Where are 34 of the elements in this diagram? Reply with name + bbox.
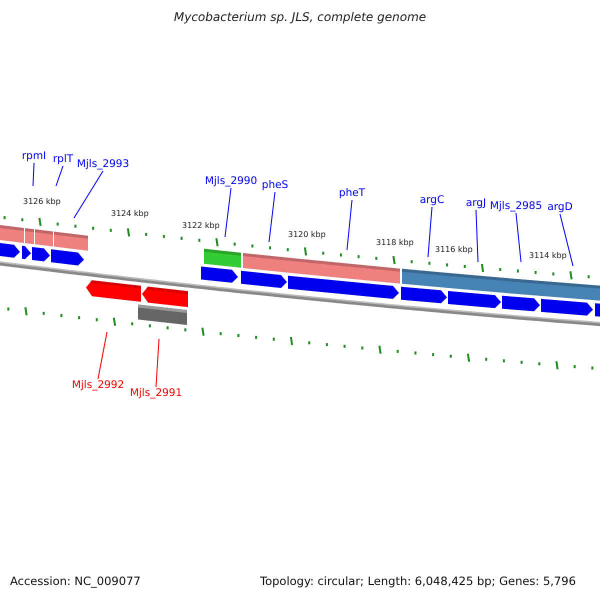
diagram-title: Mycobacterium sp. JLS, complete genome bbox=[172, 10, 428, 24]
gene-label: argC bbox=[420, 194, 444, 207]
gene-label: pheT bbox=[338, 187, 366, 200]
gene-label: rplT bbox=[52, 153, 74, 166]
gene-label: pheS bbox=[262, 179, 288, 192]
leader-line bbox=[56, 166, 64, 186]
gene-label: Mjls_2985 bbox=[490, 200, 542, 213]
gene-label: Mjls_2990 bbox=[204, 175, 258, 188]
gene-label: argD bbox=[547, 201, 573, 214]
leader-line bbox=[516, 212, 522, 262]
footer-text: Topology: circular; Length: 6,048,425 bp; Genes: 5,796 bbox=[260, 574, 576, 588]
gene-label: argJ bbox=[466, 197, 486, 210]
leader-line bbox=[224, 188, 232, 238]
position-label: 3118 kbp bbox=[376, 238, 414, 248]
leader-line bbox=[346, 200, 352, 250]
leader-line bbox=[428, 206, 432, 258]
position-label: 3126 kbp bbox=[23, 197, 61, 207]
gene-label: Mjls_2991 bbox=[130, 387, 182, 400]
leader-line bbox=[74, 170, 104, 218]
position-label: 3116 kbp bbox=[435, 245, 473, 255]
position-label: 3114 kbp bbox=[529, 251, 567, 261]
gene-label: Mjls_2992 bbox=[72, 379, 124, 392]
leader-line bbox=[98, 332, 108, 380]
position-label: 3124 kbp bbox=[111, 209, 149, 219]
gene-label: rpmI bbox=[22, 150, 46, 163]
gene-label: Mjls_2993 bbox=[76, 158, 130, 171]
leader-line bbox=[268, 192, 276, 242]
position-label: 3120 kbp bbox=[288, 230, 326, 240]
footer-text: Accession: NC_009077 bbox=[10, 574, 141, 588]
leader-line bbox=[560, 214, 574, 266]
leader-line bbox=[476, 210, 478, 262]
leader-line bbox=[32, 162, 34, 186]
position-label: 3122 kbp bbox=[182, 221, 220, 231]
leader-line bbox=[156, 338, 160, 388]
